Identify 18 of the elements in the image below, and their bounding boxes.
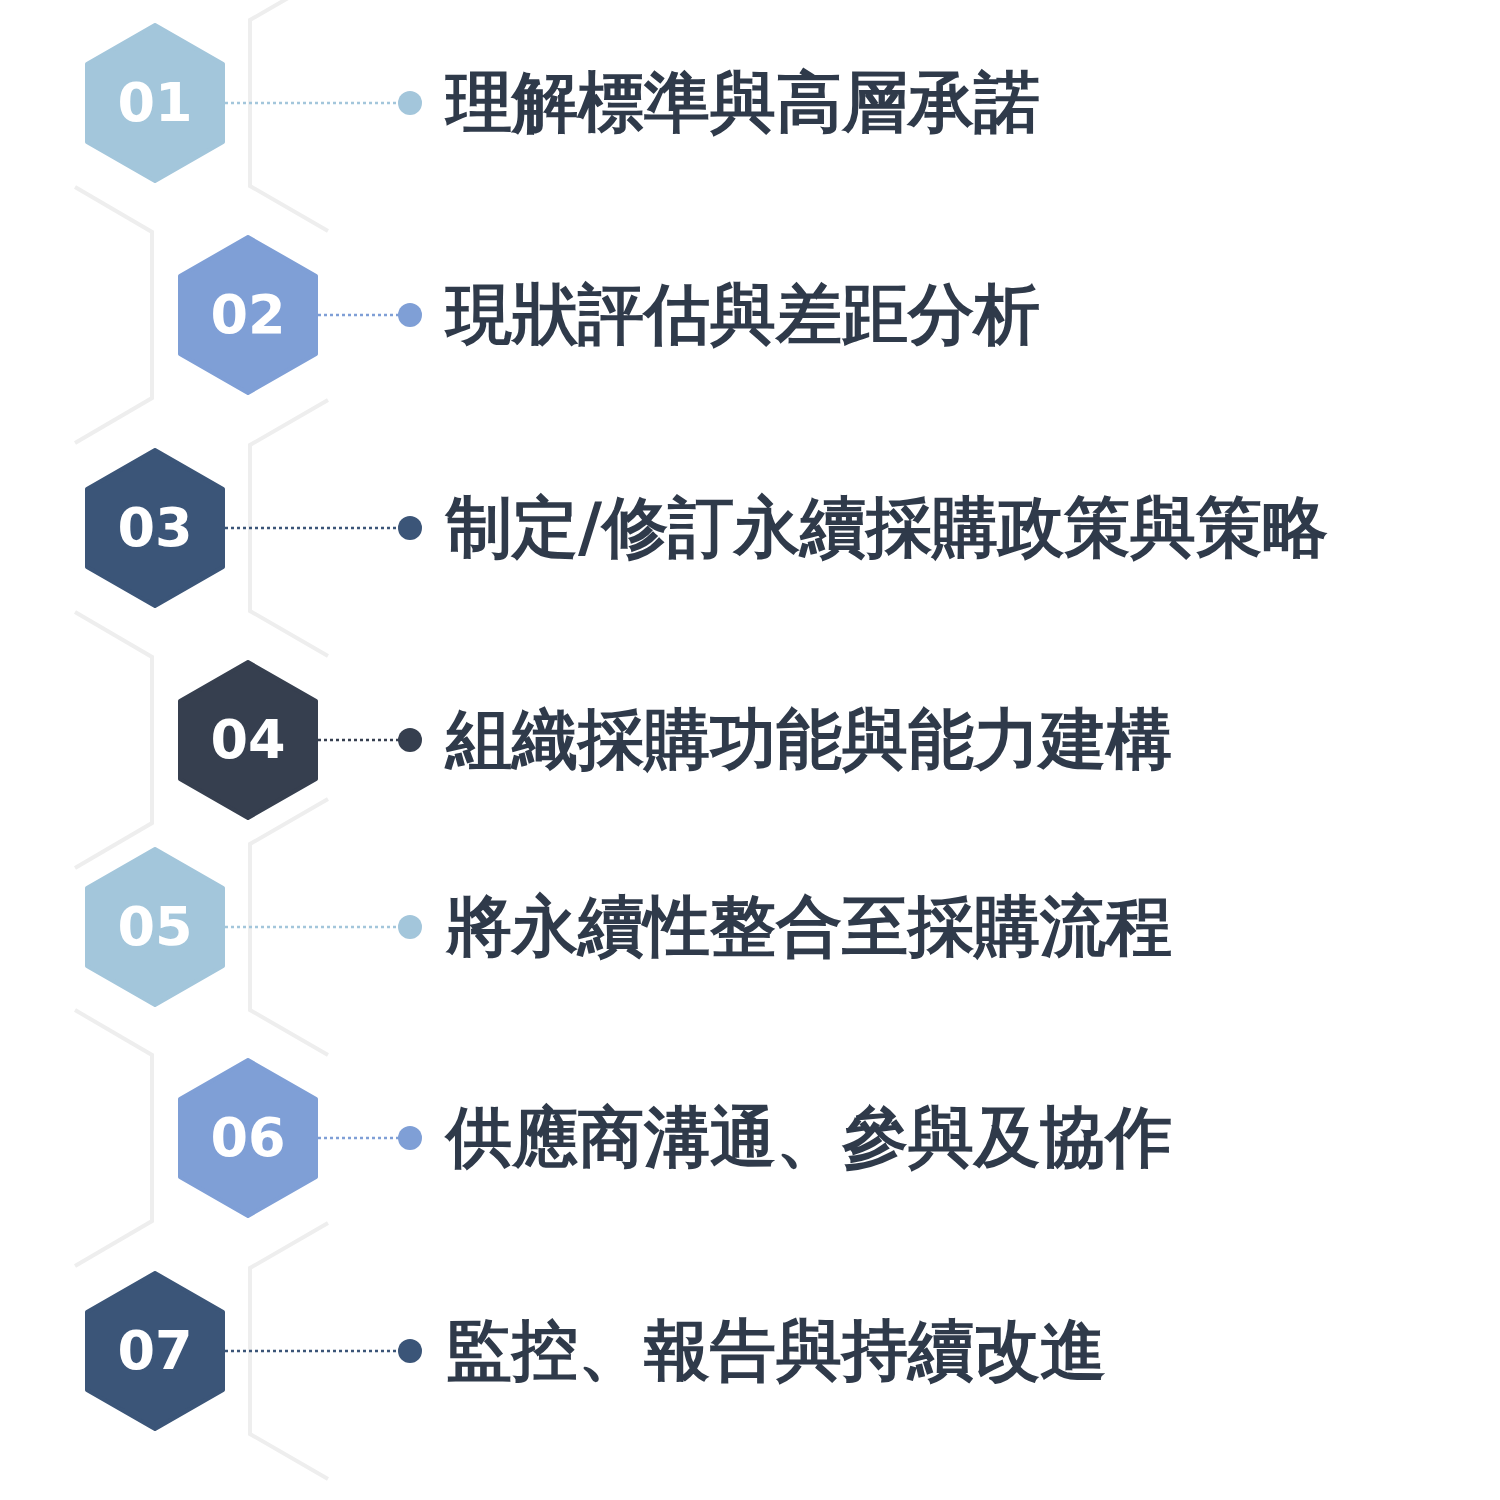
step-number: 05 (117, 900, 193, 954)
step-title: 供應商溝通、參與及協作 (446, 1105, 1172, 1171)
step-number: 04 (210, 713, 286, 767)
dotted-connector (225, 516, 422, 540)
dotted-connector (225, 91, 422, 115)
step-title: 現狀評估與差距分析 (446, 282, 1040, 348)
step-number: 01 (117, 76, 193, 130)
step-title: 監控、報告與持續改進 (446, 1318, 1106, 1384)
dotted-connector (318, 728, 422, 752)
step-number: 06 (210, 1111, 286, 1165)
step-title: 組織採購功能與能力建構 (446, 707, 1172, 773)
dotted-connector (225, 1339, 422, 1363)
dotted-connector (225, 915, 422, 939)
dotted-connector (318, 1126, 422, 1150)
step-number: 07 (117, 1324, 193, 1378)
step-number: 03 (117, 501, 193, 555)
step-number: 02 (210, 288, 286, 342)
dotted-connector (318, 303, 422, 327)
